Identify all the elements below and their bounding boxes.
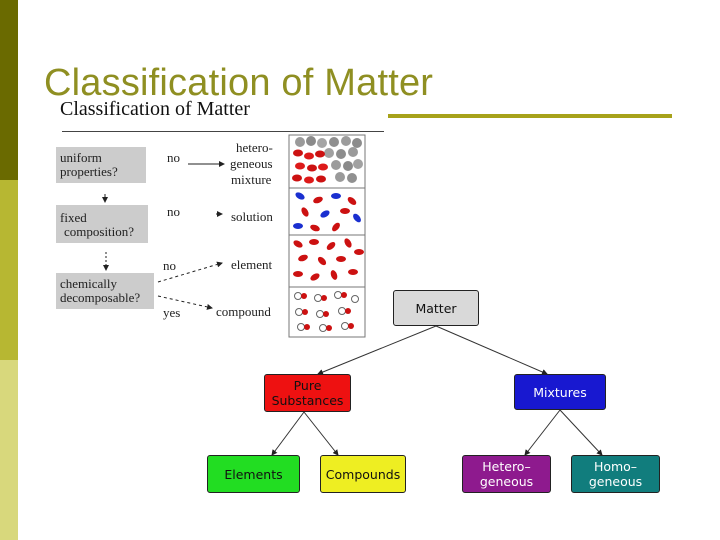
result-compound: compound [216,304,271,319]
answer-no-decomposable: no [163,258,176,273]
tree-edge-matter-mixtures [435,325,548,375]
node-hetero-label-line2: geneous [479,474,534,489]
answer-no-fixed: no [167,204,180,219]
sidebar-light-segment [0,360,18,540]
question-line: chemically [60,276,118,291]
node-elements: Elements [207,455,300,493]
figure-heading: Classification of Matter [60,98,250,120]
figure-heading-rule [62,131,384,132]
question-fixed-composition: fixed composition? [56,205,148,243]
question-chemically-decomposable: chemically decomposable? [56,273,154,309]
particles-heterogeneous [292,136,363,184]
node-elements-label: Elements [224,466,283,482]
node-compounds-label: Compounds [325,466,401,482]
tree-edge-mixtures-homo [559,409,603,456]
particles-element [293,238,364,281]
flow-arrow-element [157,261,223,283]
question-line: uniform [60,150,102,165]
node-compounds: Compounds [320,455,406,493]
sidebar-mid-segment [0,180,18,360]
answer-yes-decomposable: yes [163,305,181,320]
tree-edge-pure-compounds [303,411,339,456]
question-line: fixed [60,210,87,225]
result-element: element [231,257,273,272]
question-line: decomposable? [60,290,141,305]
node-heterogeneous: Hetero– geneous [462,455,551,493]
node-homo-label-line1: Homo– [593,459,638,474]
question-line: composition? [64,224,135,239]
slide-title: Classification of Matter [44,62,434,104]
result-heterogeneous-line2: geneous [230,156,273,171]
sidebar-dark-segment [0,0,18,180]
answer-no-uniform: no [167,150,180,165]
question-uniform-properties: uniform properties? [56,147,146,183]
node-homogeneous: Homo– geneous [571,455,660,493]
question-line: properties? [60,164,118,179]
particles-compound [294,291,359,332]
result-solution: solution [231,209,273,224]
node-matter-label: Matter [415,300,457,316]
node-pure-substances: Pure Substances [264,374,351,412]
node-pure-label-line2: Substances [271,393,344,408]
particles-solution [293,192,361,232]
node-pure-label-line1: Pure [293,378,322,393]
title-underline [388,114,672,118]
result-heterogeneous-line1: hetero- [236,140,273,155]
tree-edge-mixtures-hetero [524,409,561,456]
flow-arrow-compound [157,295,213,310]
result-heterogeneous-line3: mixture [231,172,272,187]
node-hetero-label-line1: Hetero– [482,459,531,474]
node-mixtures: Mixtures [514,374,606,410]
tree-edge-matter-pure [317,325,437,375]
slide-sidebar [0,0,18,540]
node-matter: Matter [393,290,479,326]
tree-edge-pure-elements [271,411,305,456]
node-homo-label-line2: geneous [588,474,643,489]
node-mixtures-label: Mixtures [533,384,587,400]
